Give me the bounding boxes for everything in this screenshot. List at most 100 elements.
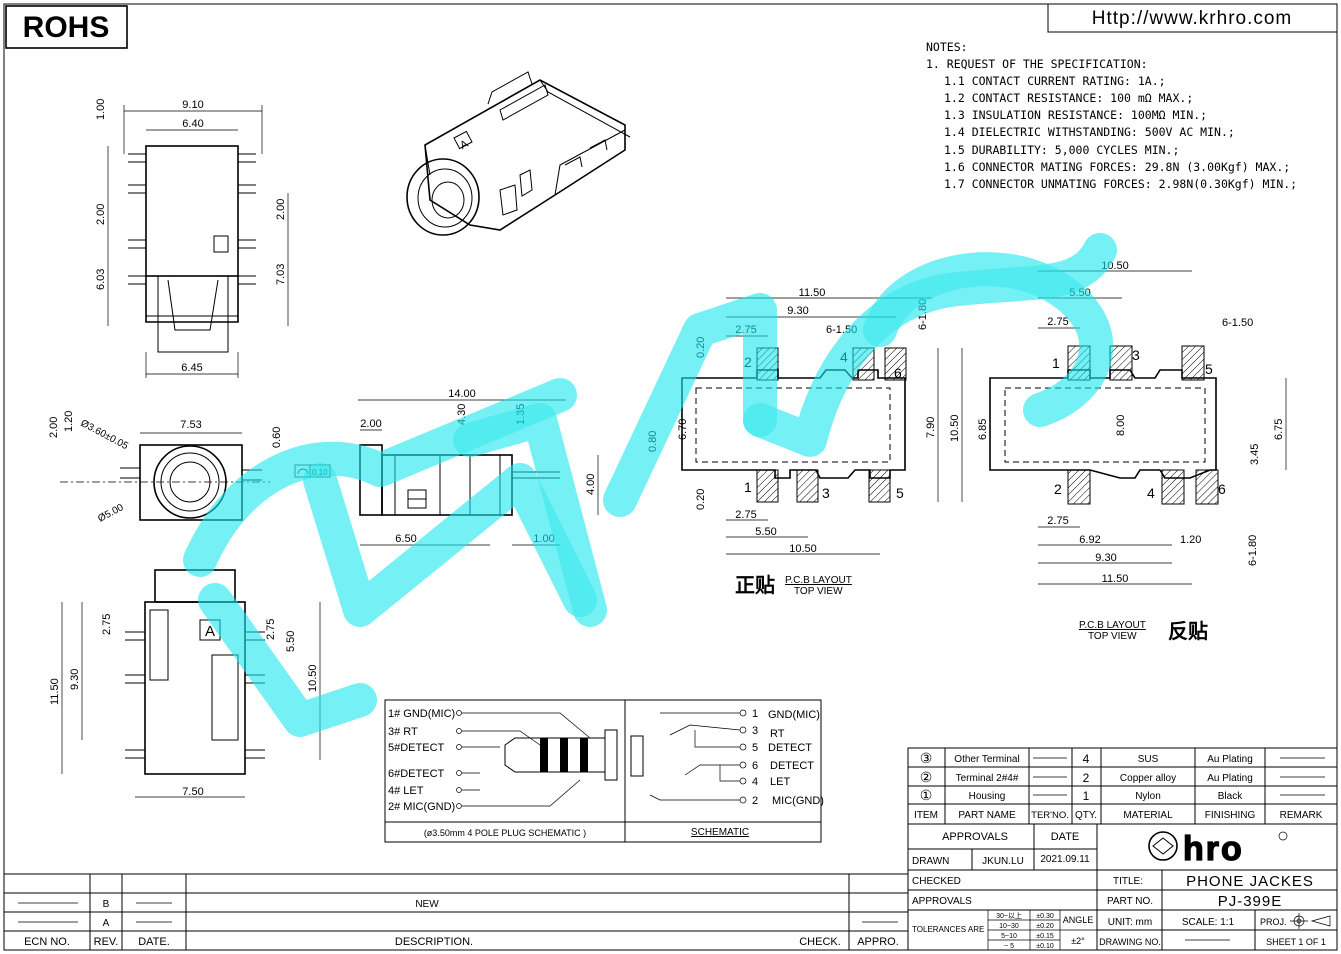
tol-range: 5~10 [1001,933,1017,940]
bom-qty: 1 [1083,789,1090,803]
sheet-label: SHEET 1 OF 1 [1266,937,1326,947]
dim-label: 3.45 [1249,444,1261,465]
bom-item: ① [920,787,933,803]
dim-label: 10.50 [789,543,817,555]
proj-label: PROJ. [1260,917,1287,927]
rohs-label: ROHS [23,11,110,44]
bom-material: SUS [1138,754,1159,765]
bom-header: QTY. [1075,810,1097,821]
rev-letter: B [103,899,110,910]
note-line: 1.6 CONNECTOR MATING FORCES: 29.8N (3.00… [944,160,1290,174]
checked-label: CHECKED [912,876,961,887]
plug-pin-label: 3# RT [388,726,418,738]
dim-label: 9.30 [787,305,808,317]
jack-pin-number: 5 [752,742,758,754]
drawn-date: 2021.09.11 [1040,854,1090,865]
bom-header: MATERIAL [1123,810,1173,821]
dim-label: 2.75 [265,619,277,640]
dim-label: 5.50 [285,631,297,652]
dim-label: 1.20 [1180,534,1201,546]
tol-value: ±0.20 [1036,923,1054,930]
rev-header: CHECK. [799,936,841,948]
tolerances-label: TOLERANCES ARE [912,925,984,934]
rev-header: APPRO. [857,936,899,948]
rev-header: REV. [94,936,119,948]
bom-part-name: Other Terminal [954,754,1019,765]
rev-header: DATE. [138,936,170,948]
plug-caption: (ø3.50mm 4 POLE PLUG SCHEMATIC ) [424,828,586,838]
rev-description: NEW [415,899,439,910]
revision-table: B NEW A ECN NO. REV. DATE. DESCRIPTION. … [3,873,909,951]
jack-pin-label: RT [770,728,785,740]
projection-symbol [1290,913,1331,929]
rev-header: DESCRIPTION. [395,936,473,948]
scale-label: SCALE: 1:1 [1182,917,1235,928]
drawing-no-label: DRAWING NO. [1099,937,1161,947]
note-line: 1.3 INSULATION RESISTANCE: 100MΩ MIN.; [944,108,1207,122]
url-box: Http://www.krhro.com [1047,3,1338,33]
dim-label: 2.00 [48,417,60,438]
dim-label: 0.20 [695,489,707,510]
pcb-top-label: P.C.B LAYOUT [785,575,852,586]
dim-label: 6.45 [181,362,202,374]
date-header: DATE [1051,831,1080,843]
company-url[interactable]: Http://www.krhro.com [1092,8,1293,29]
dim-label: 5.50 [755,526,776,538]
drawn-label: DRAWN [912,856,949,867]
note-line: 1.7 CONNECTOR UNMATING FORCES: 2.98N(0.3… [944,177,1297,191]
dim-label: 6.50 [395,533,416,545]
pcb-top-label-cn: 正贴 [735,574,775,597]
pin-number: 6 [1218,481,1226,497]
jack-pin-label: DETECT [768,742,812,754]
jack-pin-number: 2 [752,795,758,807]
jack-pin-number: 4 [752,776,758,788]
iso-letter: A [458,138,471,152]
dim-label: Ø3.60±0.05 [79,418,131,452]
dim-label: 8.00 [1115,415,1127,436]
dim-label: 2.75 [1047,515,1068,527]
notes-title: NOTES: [926,40,968,54]
pin-number: 1 [1052,355,1060,371]
pcb-layout-reverse: 1 3 5 2 4 6 10.50 5.50 2.75 6-1.50 10.50… [949,260,1287,643]
title-block: APPROVALS DATE DRAWN JKUN.LU 2021.09.11 … [907,823,1338,951]
bom-finishing: Au Plating [1207,773,1253,784]
notes-block: NOTES: 1. REQUEST OF THE SPECIFICATION: … [926,40,1297,191]
dim-label: 14.00 [448,388,476,400]
pin-number: 3 [822,485,830,501]
pin-number: 5 [896,485,904,501]
drawing-title: PHONE JACKES [1186,873,1314,890]
plug-pin-label: 1# GND(MIC) [388,708,455,720]
isometric-view: A [406,71,631,236]
part-no: PJ-399E [1218,893,1283,910]
plug-drawing [504,729,618,781]
dim-label: 7.03 [275,264,287,285]
dim-label: 6.40 [182,118,203,130]
schematic-caption: SCHEMATIC [691,827,749,838]
jack-pin-label: GND(MIC) [768,709,820,721]
dim-label: 7.53 [180,419,201,431]
dim-label: 6.70 [677,419,689,440]
tol-range: 10~30 [999,923,1019,930]
dim-label: 7.90 [925,417,937,438]
jack-pin-label: LET [770,776,790,788]
dim-label: 2.75 [1047,316,1068,328]
bom-qty: 2 [1083,771,1090,785]
jack-pin-label: MIC(GND) [772,795,824,807]
tol-value: ±0.10 [1036,943,1054,950]
rev-header: ECN NO. [24,936,70,948]
dim-label: 2.00 [275,199,287,220]
jack-pin-number: 3 [752,725,758,737]
dim-label: 7.50 [182,786,203,798]
title-label: TITLE: [1113,876,1143,887]
jack-pin-number: 1 [752,708,758,720]
note-line: 1.2 CONTACT RESISTANCE: 100 mΩ MAX.; [944,91,1193,105]
dim-label: 4.00 [585,474,597,495]
approvals-label: APPROVALS [912,896,972,907]
note-line: 1.4 DIELECTRIC WITHSTANDING: 500V AC MIN… [944,125,1235,139]
pin-number: 5 [1205,361,1213,377]
note-line: 1.5 DURABILITY: 5,000 CYCLES MIN.; [944,143,1179,157]
bom-header: PART NAME [958,810,1016,821]
dim-label: 6-1.50 [1222,317,1253,329]
bom-item: ② [920,769,933,785]
